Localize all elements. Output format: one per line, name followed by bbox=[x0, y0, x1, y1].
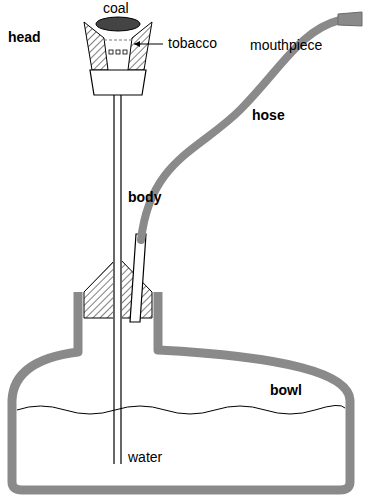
bowl-vessel bbox=[12, 292, 350, 490]
hose-tube bbox=[141, 20, 340, 240]
part-label: water bbox=[128, 450, 162, 465]
part-label: coal bbox=[103, 1, 129, 16]
stem-gap bbox=[113, 256, 122, 320]
coal-piece bbox=[96, 17, 140, 31]
part-name: hose bbox=[252, 108, 285, 123]
stem-wall bbox=[113, 95, 114, 464]
water-surface bbox=[17, 405, 345, 414]
tobacco-layer bbox=[104, 40, 132, 41]
part-name: bowl bbox=[270, 383, 302, 398]
hose-pipe bbox=[130, 234, 146, 322]
mouthpiece-tip bbox=[338, 12, 362, 26]
leader-arrowhead bbox=[134, 41, 140, 47]
part-name: head bbox=[8, 30, 41, 45]
stem-wall bbox=[120, 95, 121, 464]
head-base bbox=[90, 70, 146, 95]
part-label: tobacco bbox=[168, 36, 217, 51]
part-label: mouthpiece bbox=[250, 38, 322, 53]
part-name: body bbox=[128, 190, 161, 205]
